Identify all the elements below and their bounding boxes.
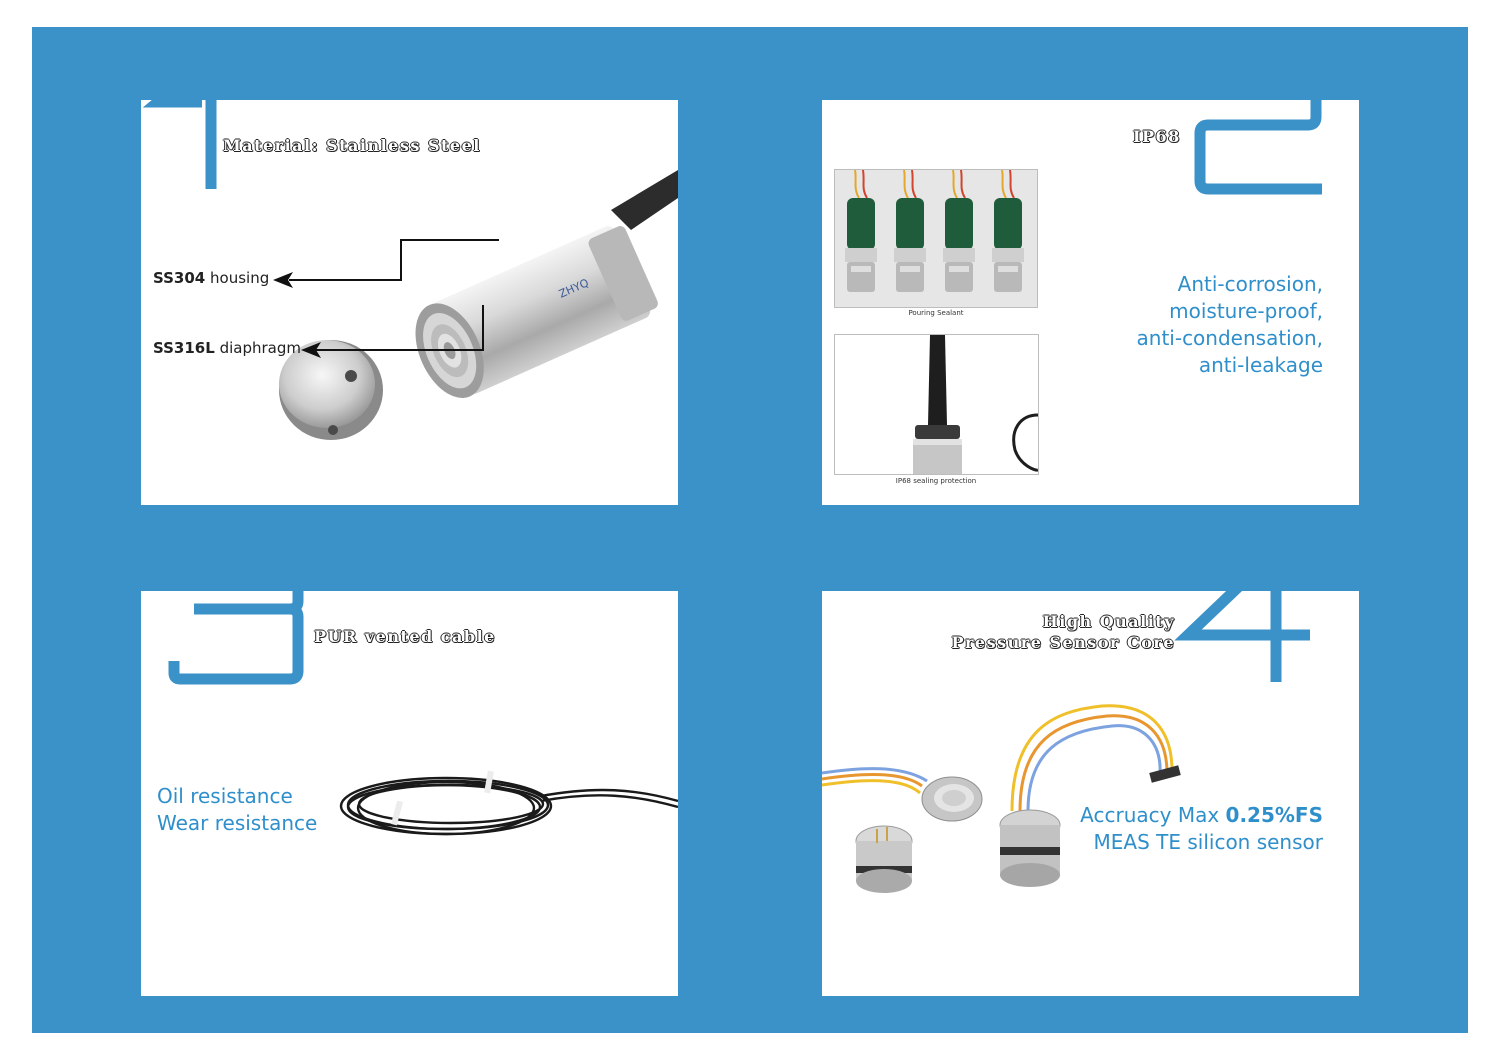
sensor-specs: Accruacy Max 0.25%FS MEAS TE silicon sen… xyxy=(1080,802,1323,856)
feature-line: Anti-corrosion, xyxy=(1177,272,1323,296)
panel-material: ZHYQ SS304 housing SS316L diaphragm Mate… xyxy=(141,100,678,505)
number-2-glyph xyxy=(1185,55,1322,195)
feature-line: Wear resistance xyxy=(157,811,318,835)
number-3-glyph xyxy=(168,547,304,685)
panel-heading: High Quality Pressure Sensor Core xyxy=(951,611,1175,653)
feature-line: anti-condensation, xyxy=(1136,326,1323,350)
ip68-cable-photo xyxy=(834,334,1039,475)
features-list: Anti-corrosion, moisture-proof, anti-con… xyxy=(1137,271,1323,379)
number-4-glyph xyxy=(1174,538,1310,682)
panel-ip68: Pouring Sealant IP68 sealing protection … xyxy=(822,100,1359,505)
potting-sealant-photo xyxy=(834,169,1038,308)
heading-line: High Quality xyxy=(1042,612,1175,631)
caption-pouring-sealant: Pouring Sealant xyxy=(908,309,964,317)
pur-cable-photo xyxy=(339,770,678,836)
panel-cable: PUR vented cable Oil resistance Wear res… xyxy=(141,591,678,996)
panel-heading: IP68 xyxy=(1133,127,1181,146)
number-1-glyph xyxy=(142,46,217,189)
features-list: Oil resistance Wear resistance xyxy=(157,783,317,837)
accuracy-line: Accruacy Max 0.25%FS xyxy=(1080,803,1323,827)
panel-heading: PUR vented cable xyxy=(314,627,496,646)
sensor-core-photo xyxy=(822,704,1181,893)
sensor-line: MEAS TE silicon sensor xyxy=(1093,830,1323,854)
panel-sensor-core: High Quality Pressure Sensor Core Accrua… xyxy=(822,591,1359,996)
panel-heading: Material: Stainless Steel xyxy=(223,136,481,155)
heading-line: Pressure Sensor Core xyxy=(951,633,1175,652)
callout-diaphragm: SS316L diaphragm xyxy=(153,339,301,357)
caption-ip68-sealing: IP68 sealing protection xyxy=(895,477,977,485)
arrow-left-icon xyxy=(301,342,321,358)
feature-line: anti-leakage xyxy=(1198,353,1323,377)
arrow-left-icon xyxy=(273,272,293,288)
sensor-housing-photo: ZHYQ xyxy=(273,170,678,440)
callout-housing: SS304 housing xyxy=(153,269,270,287)
feature-line: moisture-proof, xyxy=(1169,299,1323,323)
feature-line: Oil resistance xyxy=(157,784,293,808)
